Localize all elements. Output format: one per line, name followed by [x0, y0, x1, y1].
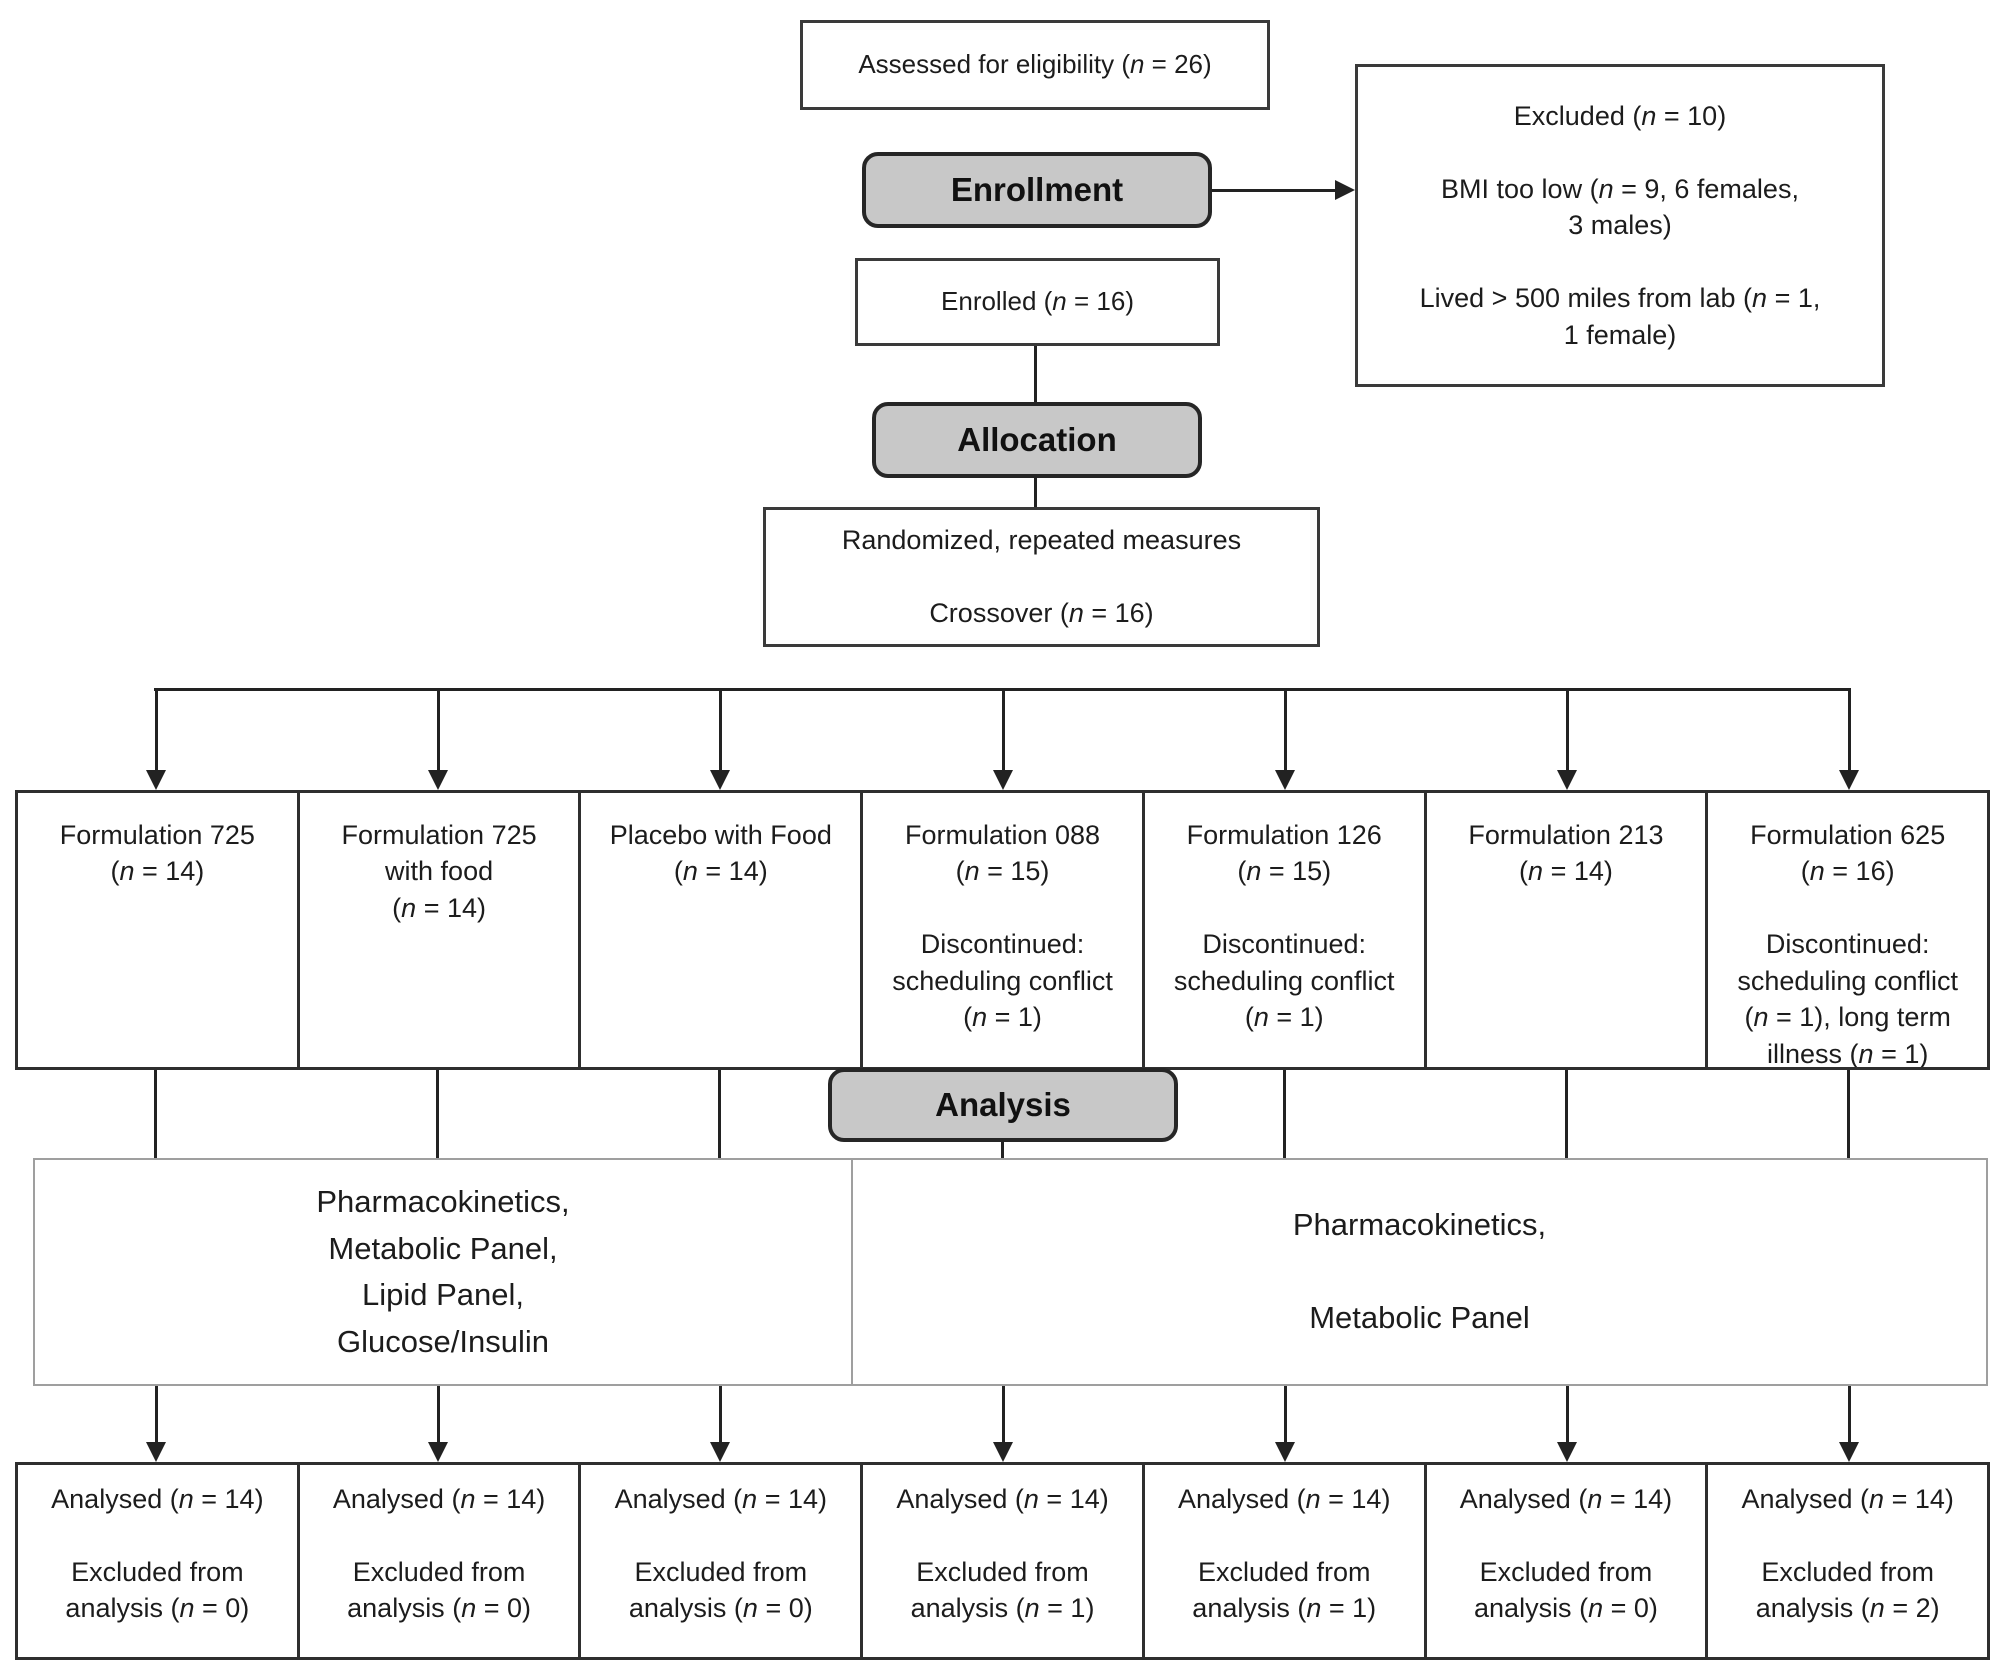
analysed-box-6: Analysed (n = 14) Excluded from analysis…	[1427, 1465, 1709, 1657]
arm-box-1: Formulation 725 (n = 14)	[18, 793, 300, 1067]
analysed-2-text: Analysed (n = 14) Excluded from analysis…	[332, 1484, 546, 1624]
arm-box-2: Formulation 725 with food (n = 14)	[300, 793, 582, 1067]
arm-box-3: Placebo with Food (n = 14)	[581, 793, 864, 1067]
stub-arm-7	[1847, 1070, 1850, 1158]
excluded-text: Excluded (n = 10) BMI too low (n = 9, 6 …	[1419, 100, 1821, 350]
analysed-box-5: Analysed (n = 14) Excluded from analysis…	[1145, 1465, 1427, 1657]
analysis-panel-right: Pharmacokinetics, Metabolic Panel	[851, 1158, 1988, 1386]
arm-row: Formulation 725 (n = 14) Formulation 725…	[15, 790, 1990, 1070]
connector-allocation-randomized	[1034, 478, 1037, 509]
arrow-down-arm-7	[1839, 690, 1859, 790]
analysis-badge-label: Analysis	[935, 1086, 1071, 1123]
enrollment-badge: Enrollment	[862, 152, 1212, 228]
arm-2-text: Formulation 725 with food (n = 14)	[341, 820, 537, 923]
arrow-down-analysed-7	[1839, 1386, 1859, 1462]
analysed-row: Analysed (n = 14) Excluded from analysis…	[15, 1462, 1990, 1660]
analysed-box-2: Analysed (n = 14) Excluded from analysis…	[300, 1465, 582, 1657]
assessed-text: Assessed for eligibility (n = 26)	[858, 49, 1212, 80]
stub-arm-1	[154, 1070, 157, 1158]
arm-box-7: Formulation 625 (n = 16) Discontinued: s…	[1708, 793, 1987, 1067]
arrow-to-excluded	[1212, 180, 1355, 200]
excluded-box: Excluded (n = 10) BMI too low (n = 9, 6 …	[1355, 64, 1885, 387]
analysis-panel-right-text: Pharmacokinetics, Metabolic Panel	[1292, 1207, 1547, 1336]
arrow-down-arm-2	[428, 690, 448, 790]
stub-arm-5	[1283, 1070, 1286, 1158]
assessed-box: Assessed for eligibility (n = 26)	[800, 20, 1270, 110]
analysed-1-text: Analysed (n = 14) Excluded from analysis…	[51, 1484, 264, 1624]
arm-box-6: Formulation 213 (n = 14)	[1427, 793, 1709, 1067]
arrow-down-analysed-3	[710, 1386, 730, 1462]
analysis-panel-left: Pharmacokinetics, Metabolic Panel, Lipid…	[33, 1158, 853, 1386]
arrow-down-arm-4	[993, 690, 1013, 790]
analysed-3-text: Analysed (n = 14) Excluded from analysis…	[614, 1484, 827, 1624]
analysed-box-3: Analysed (n = 14) Excluded from analysis…	[581, 1465, 864, 1657]
arm-1-text: Formulation 725 (n = 14)	[59, 820, 255, 887]
arrow-down-arm-3	[710, 690, 730, 790]
connector-enrolled-allocation	[1034, 346, 1037, 404]
enrolled-box: Enrolled (n = 16)	[855, 258, 1220, 346]
analysed-box-7: Analysed (n = 14) Excluded from analysis…	[1708, 1465, 1987, 1657]
analysed-5-text: Analysed (n = 14) Excluded from analysis…	[1178, 1484, 1391, 1624]
arrow-down-analysed-6	[1557, 1386, 1577, 1462]
arrow-down-analysed-5	[1275, 1386, 1295, 1462]
analysed-4-text: Analysed (n = 14) Excluded from analysis…	[896, 1484, 1109, 1624]
stub-arm-2	[436, 1070, 439, 1158]
arm-3-text: Placebo with Food (n = 14)	[609, 820, 832, 887]
arrow-down-analysed-2	[428, 1386, 448, 1462]
analysed-box-1: Analysed (n = 14) Excluded from analysis…	[18, 1465, 300, 1657]
arm-5-text: Formulation 126 (n = 15) Discontinued: s…	[1173, 820, 1395, 1033]
arm-box-4: Formulation 088 (n = 15) Discontinued: s…	[863, 793, 1145, 1067]
analysis-panel-left-text: Pharmacokinetics, Metabolic Panel, Lipid…	[316, 1184, 570, 1359]
randomized-box: Randomized, repeated measures Crossover …	[763, 507, 1320, 647]
arrow-down-analysed-1	[146, 1386, 166, 1462]
analysed-6-text: Analysed (n = 14) Excluded from analysis…	[1459, 1484, 1673, 1624]
arrow-down-arm-5	[1275, 690, 1295, 790]
stub-arm-3	[718, 1070, 721, 1158]
allocation-badge: Allocation	[872, 402, 1202, 478]
arm-7-text: Formulation 625 (n = 16) Discontinued: s…	[1737, 820, 1958, 1067]
arrow-down-analysed-4	[993, 1386, 1013, 1462]
arrow-down-arm-1	[146, 690, 166, 790]
arrow-down-arm-6	[1557, 690, 1577, 790]
randomized-text: Randomized, repeated measures Crossover …	[841, 525, 1242, 629]
enrollment-badge-label: Enrollment	[950, 171, 1124, 208]
analysed-box-4: Analysed (n = 14) Excluded from analysis…	[863, 1465, 1145, 1657]
arm-4-text: Formulation 088 (n = 15) Discontinued: s…	[892, 820, 1113, 1033]
allocation-badge-label: Allocation	[957, 421, 1117, 458]
enrolled-text: Enrolled (n = 16)	[941, 286, 1134, 317]
analysis-badge: Analysis	[828, 1068, 1178, 1142]
arm-6-text: Formulation 213 (n = 14)	[1468, 820, 1664, 887]
branch-line	[154, 688, 1851, 691]
analysed-7-text: Analysed (n = 14) Excluded from analysis…	[1741, 1484, 1954, 1624]
stub-arm-6	[1565, 1070, 1568, 1158]
arm-box-5: Formulation 126 (n = 15) Discontinued: s…	[1145, 793, 1427, 1067]
